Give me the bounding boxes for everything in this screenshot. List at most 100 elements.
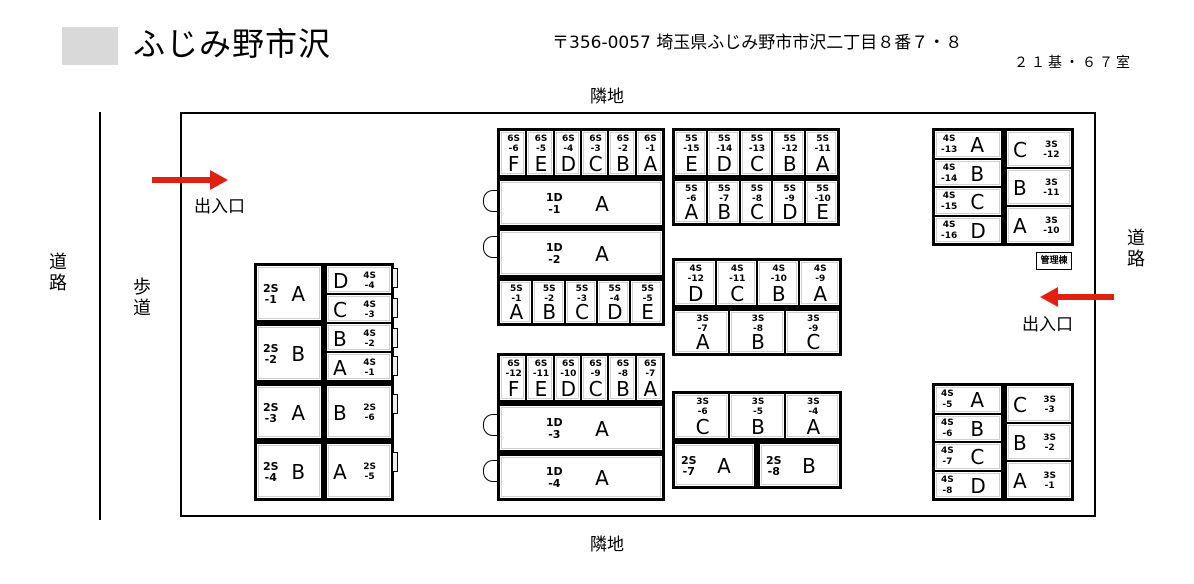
- unit-letter: A: [595, 242, 609, 266]
- unit-letter: C: [588, 152, 603, 176]
- unit-number: 5S-5: [631, 284, 663, 304]
- unit-size: 6S: [507, 359, 521, 369]
- unit-number: 4S-8: [941, 475, 954, 497]
- unit-size: 1D: [545, 191, 563, 204]
- unit-num: -3: [576, 294, 587, 304]
- unit-size: 6S: [534, 359, 548, 369]
- unit-number: 5S-10: [806, 184, 838, 204]
- unit-letter: C: [575, 300, 589, 324]
- unit-size: 4S: [941, 446, 954, 457]
- unit-letter: B: [542, 300, 557, 324]
- unit-num: -11: [1043, 188, 1060, 198]
- unit-number: 4S-12: [675, 264, 717, 284]
- unit-number: 3S-3: [1043, 395, 1056, 415]
- unit-size: 6S: [616, 134, 630, 144]
- unit-number: 5S-8: [741, 184, 774, 204]
- unit-number: 3S-11: [1043, 178, 1059, 198]
- unit-size: 6S: [507, 134, 521, 144]
- unit-num: -10: [560, 369, 577, 379]
- unit-number: 2S-5: [363, 462, 376, 482]
- unit-letter: B: [333, 326, 347, 351]
- unit-letter: A: [695, 330, 710, 354]
- unit-num: -8: [767, 465, 780, 478]
- unit-size: 4S: [363, 270, 377, 281]
- unit-num: -2: [264, 353, 277, 366]
- door-tab-icon: [392, 298, 398, 318]
- unit-letter: D: [333, 268, 349, 293]
- unit-size: 6S: [616, 359, 630, 369]
